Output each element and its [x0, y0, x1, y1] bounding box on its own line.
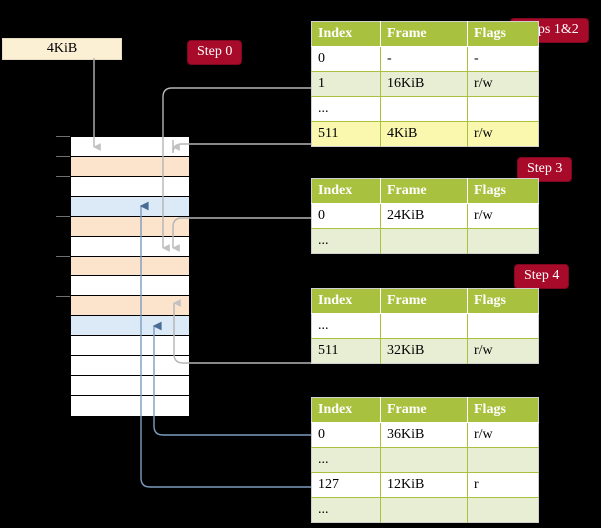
cell-flags: r/w — [467, 338, 539, 364]
grid-tick-5 — [56, 296, 70, 297]
cell-frame: - — [380, 46, 468, 72]
memory-frame-row — [71, 356, 189, 377]
column-header-frame: Frame — [380, 397, 468, 423]
memory-frame-row — [71, 256, 189, 277]
cell-index: 0 — [311, 203, 381, 229]
memory-frame-row — [71, 196, 189, 217]
grid-tick-0 — [56, 136, 70, 137]
table-row: ... — [311, 447, 539, 473]
cell-frame: 32KiB — [380, 338, 468, 364]
cell-flags: r/w — [467, 71, 539, 97]
cell-flags: r/w — [467, 422, 539, 448]
cell-index: ... — [311, 447, 381, 473]
table-row: ... — [311, 497, 539, 523]
cell-index: 1 — [311, 71, 381, 97]
cell-frame: 4KiB — [380, 121, 468, 147]
memory-frame-row — [71, 137, 189, 157]
column-header-frame: Frame — [380, 178, 468, 204]
cell-flags: r/w — [467, 121, 539, 147]
column-header-index: Index — [311, 397, 381, 423]
cell-frame — [380, 313, 468, 339]
grid-tick-2 — [56, 176, 70, 177]
cell-index: ... — [311, 228, 381, 254]
table-row: ... — [311, 313, 539, 339]
memory-frame-row — [71, 236, 189, 257]
column-header-frame: Frame — [380, 288, 468, 314]
cell-index: ... — [311, 313, 381, 339]
column-header-flags: Flags — [467, 21, 539, 47]
cell-flags — [467, 497, 539, 523]
step-badge-step0: Step 0 — [188, 41, 242, 64]
cell-frame — [380, 228, 468, 254]
column-header-flags: Flags — [467, 288, 539, 314]
memory-frame-row — [71, 316, 189, 337]
cell-frame: 12KiB — [380, 472, 468, 498]
grid-tick-1 — [56, 156, 70, 157]
cell-index: ... — [311, 96, 381, 122]
memory-frame-row — [71, 176, 189, 197]
column-header-index: Index — [311, 21, 381, 47]
cell-flags — [467, 228, 539, 254]
cell-index: 0 — [311, 422, 381, 448]
step-badge-step3: Step 3 — [518, 158, 572, 181]
source-block-4kib: 4KiB — [2, 38, 122, 60]
column-header-index: Index — [311, 288, 381, 314]
cell-frame: 16KiB — [380, 71, 468, 97]
memory-frame-row — [71, 336, 189, 357]
cell-index: 511 — [311, 121, 381, 147]
grid-tick-3 — [56, 216, 70, 217]
cell-flags — [467, 313, 539, 339]
cell-index: ... — [311, 497, 381, 523]
column-header-flags: Flags — [467, 397, 539, 423]
cell-flags: r — [467, 472, 539, 498]
table-row: ... — [311, 228, 539, 254]
memory-frame-row — [71, 396, 189, 416]
cell-frame: 24KiB — [380, 203, 468, 229]
memory-frame-row — [71, 276, 189, 297]
cell-flags — [467, 96, 539, 122]
cell-index: 127 — [311, 472, 381, 498]
grid-tick-4 — [56, 256, 70, 257]
memory-frame-row — [71, 376, 189, 397]
physical-memory-grid — [70, 136, 190, 416]
step-badge-step4: Step 4 — [515, 265, 569, 288]
memory-frame-row — [71, 156, 189, 177]
cell-frame — [380, 447, 468, 473]
cell-flags: r/w — [467, 203, 539, 229]
cell-flags: - — [467, 46, 539, 72]
table-row: 0-- — [311, 46, 539, 72]
memory-frame-row — [71, 216, 189, 237]
column-header-flags: Flags — [467, 178, 539, 204]
cell-frame — [380, 497, 468, 523]
cell-index: 0 — [311, 46, 381, 72]
column-header-frame: Frame — [380, 21, 468, 47]
cell-index: 511 — [311, 338, 381, 364]
column-header-index: Index — [311, 178, 381, 204]
table-row: ... — [311, 96, 539, 122]
cell-flags — [467, 447, 539, 473]
cell-frame — [380, 96, 468, 122]
cell-frame: 36KiB — [380, 422, 468, 448]
memory-frame-row — [71, 296, 189, 317]
